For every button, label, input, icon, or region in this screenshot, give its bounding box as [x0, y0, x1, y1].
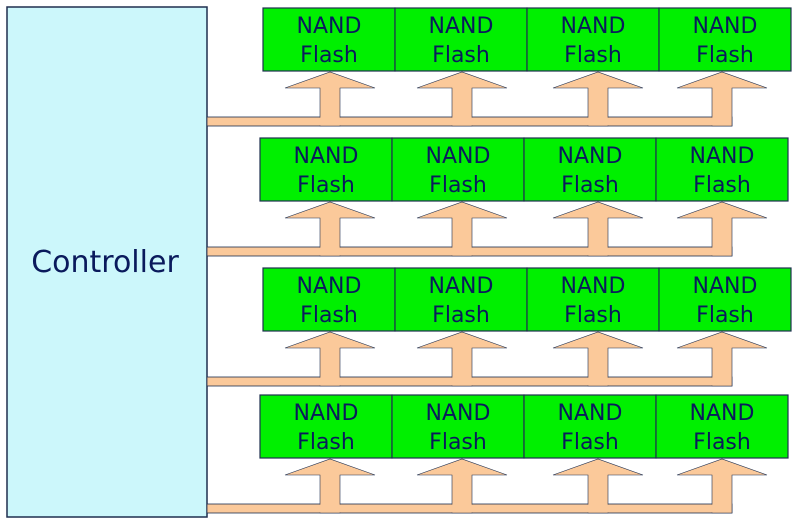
chip-label-line1: NAND	[561, 14, 626, 39]
nand-flash-chip: NAND Flash	[655, 394, 789, 459]
chip-label-line2: Flash	[432, 43, 490, 68]
chip-box	[523, 137, 657, 202]
bus-arrow	[676, 201, 768, 257]
chip-label-line2: Flash	[696, 303, 754, 328]
chip-label-line1: NAND	[690, 144, 755, 169]
nand-flash-chip: NAND Flash	[526, 267, 660, 332]
nand-flash-chip: NAND Flash	[262, 7, 396, 72]
chip-box	[655, 394, 789, 459]
nand-flash-chip: NAND Flash	[658, 267, 792, 332]
chip-label-line2: Flash	[429, 430, 487, 455]
chip-label-line2: Flash	[564, 303, 622, 328]
chip-label-line1: NAND	[693, 274, 758, 299]
nand-flash-chip: NAND Flash	[259, 137, 393, 202]
nand-flash-chip: NAND Flash	[391, 394, 525, 459]
bus-arrow	[676, 331, 768, 387]
chip-label-line2: Flash	[561, 173, 619, 198]
chip-label-line1: NAND	[426, 401, 491, 426]
controller-box	[6, 6, 208, 518]
chip-label-line2: Flash	[297, 173, 355, 198]
chip-box	[658, 7, 792, 72]
chip-box	[526, 7, 660, 72]
bus-fill	[208, 377, 731, 386]
controller-label: Controller	[31, 245, 179, 280]
chip-label-line1: NAND	[294, 144, 359, 169]
chip-label-line2: Flash	[432, 303, 490, 328]
chip-label-line2: Flash	[696, 43, 754, 68]
nand-flash-chip: NAND Flash	[259, 394, 393, 459]
flash-row: NAND Flash NAND Flash NAND Flash NAND Flash	[206, 7, 792, 127]
chip-label-line2: Flash	[693, 173, 751, 198]
chip-label-line1: NAND	[429, 274, 494, 299]
chip-label-line1: NAND	[297, 14, 362, 39]
bus-arrow	[676, 458, 768, 514]
chip-label-line2: Flash	[693, 430, 751, 455]
chip-label-line1: NAND	[558, 144, 623, 169]
chip-box	[394, 267, 528, 332]
chip-box	[523, 394, 657, 459]
nand-flash-chip: NAND Flash	[391, 137, 525, 202]
chip-label-line1: NAND	[426, 144, 491, 169]
chip-label-line2: Flash	[561, 430, 619, 455]
nand-flash-chip: NAND Flash	[394, 267, 528, 332]
bus-fill	[208, 117, 731, 126]
flash-row: NAND Flash NAND Flash NAND Flash NAND Flash	[206, 267, 792, 387]
chip-box	[391, 137, 525, 202]
chip-label-line2: Flash	[300, 43, 358, 68]
bus-arrow	[676, 71, 768, 127]
nand-flash-chip: NAND Flash	[658, 7, 792, 72]
nand-flash-chip: NAND Flash	[523, 137, 657, 202]
chip-label-line1: NAND	[558, 401, 623, 426]
bus-fill	[208, 504, 731, 513]
nand-flash-chip: NAND Flash	[394, 7, 528, 72]
chip-label-line1: NAND	[294, 401, 359, 426]
chip-label-line2: Flash	[300, 303, 358, 328]
chip-label-line1: NAND	[693, 14, 758, 39]
chip-label-line2: Flash	[297, 430, 355, 455]
chip-label-line1: NAND	[561, 274, 626, 299]
chip-label-line2: Flash	[564, 43, 622, 68]
bus-fill	[208, 247, 731, 256]
chip-box	[655, 137, 789, 202]
chip-box	[259, 394, 393, 459]
chip-label-line1: NAND	[690, 401, 755, 426]
flash-row: NAND Flash NAND Flash NAND Flash NAND Flash	[206, 394, 789, 514]
chip-label-line2: Flash	[429, 173, 487, 198]
flash-row: NAND Flash NAND Flash NAND Flash NAND Flash	[206, 137, 789, 257]
nand-flash-chip: NAND Flash	[523, 394, 657, 459]
chip-box	[526, 267, 660, 332]
nand-flash-chip: NAND Flash	[526, 7, 660, 72]
nand-flash-chip: NAND Flash	[655, 137, 789, 202]
chip-box	[262, 267, 396, 332]
chip-label-line1: NAND	[297, 274, 362, 299]
chip-box	[658, 267, 792, 332]
chip-label-line1: NAND	[429, 14, 494, 39]
chip-box	[259, 137, 393, 202]
nand-flash-chip: NAND Flash	[262, 267, 396, 332]
